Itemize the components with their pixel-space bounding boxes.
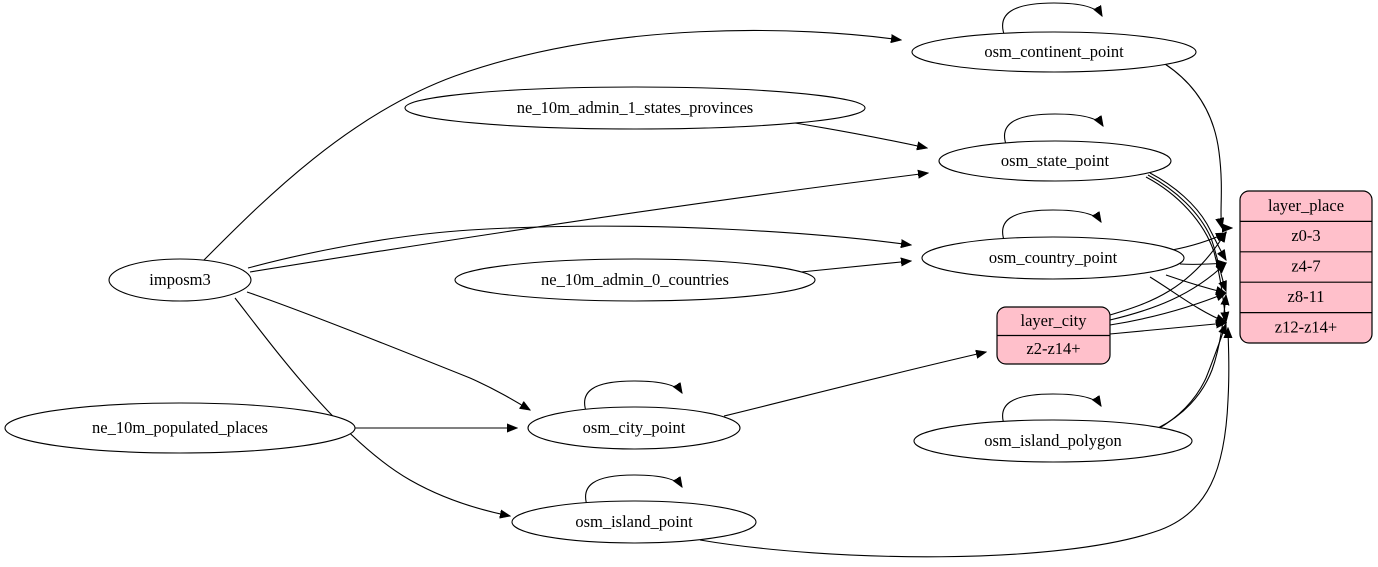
node-ne-admin1-label: ne_10m_admin_1_states_provinces [517,98,753,117]
record-layer-place-row-z8-11[interactable]: z8-11 [1288,287,1325,306]
node-osm-continent-point[interactable]: osm_continent_point [911,31,1197,73]
node-ne-10m-admin-1-states-provinces[interactable]: ne_10m_admin_1_states_provinces [404,86,866,130]
record-node-layer-city[interactable]: layer_city z2-z14+ [996,306,1111,365]
edge-selfloop-osm-continent-point [1002,2,1102,38]
edge-osm-continent-point-to-layer-place-z0-3 [1164,63,1222,228]
edge-layer-city-to-layer-place-z0-3 [1109,232,1226,316]
edge-imposm3-to-osm-continent-point [202,29,901,262]
node-ne-populated-label: ne_10m_populated_places [92,418,268,437]
nodes-layer: imposm3 ne_10m_admin_1_states_provinces … [4,31,1373,544]
record-layer-place-row-z12-z14[interactable]: z12-z14+ [1275,317,1337,336]
edge-imposm3-to-osm-state-point [249,173,928,273]
record-layer-city-header: layer_city [1021,311,1088,330]
edge-osm-country-point-to-layer-place-z12-z14 [1149,276,1226,322]
edge-osm-city-point-to-layer-city [723,352,986,417]
edge-layer-city-to-layer-place-z8-11 [1109,292,1226,326]
edge-osm-state-point-to-layer-place-z8-11 [1147,174,1226,291]
record-layer-place-row-z0-3[interactable]: z0-3 [1291,226,1320,245]
edge-imposm3-to-osm-island-point [234,297,510,516]
node-imposm3[interactable]: imposm3 [108,258,252,302]
edges-layer [202,2,1232,558]
edge-ne-admin0-to-osm-country-point [800,261,911,273]
edge-selfloop-osm-island-point [585,474,682,509]
node-imposm3-label: imposm3 [149,270,210,289]
edge-osm-country-point-to-layer-place-z0-3 [1171,233,1226,251]
node-osm-state-point[interactable]: osm_state_point [938,140,1172,182]
edge-osm-island-polygon-to-layer-place-z12-z14 [1155,324,1226,431]
node-ne-10m-populated-places[interactable]: ne_10m_populated_places [4,402,356,454]
edge-selfloop-osm-country-point [1002,209,1101,244]
edge-selfloop-osm-state-point [1003,113,1103,148]
edge-imposm3-to-osm-country-point [247,225,911,269]
edge-selfloop-osm-island-polygon [1002,393,1101,428]
node-osm-state-point-label: osm_state_point [1001,151,1110,170]
node-osm-island-polygon-label: osm_island_polygon [984,431,1122,450]
record-layer-place-header: layer_place [1268,196,1344,215]
edge-layer-city-to-layer-place-z12-z14 [1109,323,1226,335]
edge-osm-state-point-to-layer-place-z4-7 [1149,172,1226,260]
node-osm-country-point-label: osm_country_point [989,248,1118,267]
node-osm-island-point[interactable]: osm_island_point [511,500,757,544]
edge-selfloop-osm-city-point [584,380,682,415]
node-ne-admin0-label: ne_10m_admin_0_countries [541,270,729,289]
edge-imposm3-to-osm-city-point [246,291,530,410]
edge-osm-island-polygon-to-layer-place-z8-11 [1157,295,1226,429]
node-ne-10m-admin-0-countries[interactable]: ne_10m_admin_0_countries [454,258,816,302]
node-osm-island-polygon[interactable]: osm_island_polygon [913,419,1193,463]
node-osm-island-point-label: osm_island_point [575,512,693,531]
node-osm-continent-point-label: osm_continent_point [984,42,1124,61]
record-layer-city-row-z2-z14[interactable]: z2-z14+ [1026,339,1080,358]
node-osm-city-point-label: osm_city_point [583,418,686,437]
edge-layer-city-to-layer-place-z4-7 [1109,263,1226,321]
edge-osm-island-point-to-layer-place-z12-z14 [699,328,1229,558]
node-osm-country-point[interactable]: osm_country_point [921,236,1185,280]
node-osm-city-point[interactable]: osm_city_point [527,406,741,450]
edge-ne-admin1-to-osm-state-point [788,121,927,148]
record-layer-place-row-z4-7[interactable]: z4-7 [1291,256,1320,275]
edge-osm-country-point-to-layer-place-z8-11 [1165,274,1226,293]
record-node-layer-place[interactable]: layer_place z0-3 z4-7 z8-11 z12-z14+ [1239,190,1373,344]
